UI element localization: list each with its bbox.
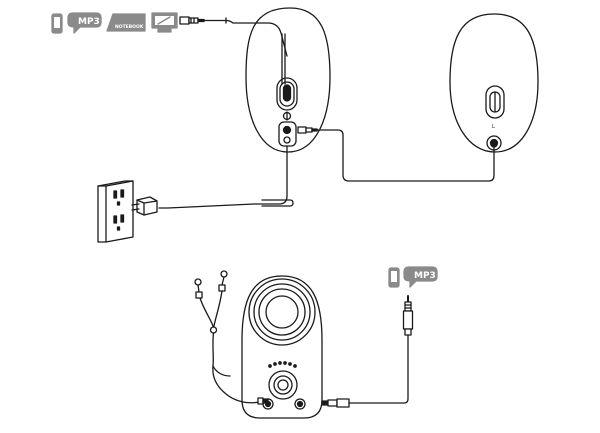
phone-icon	[51, 13, 63, 34]
right-speaker-side-label: L	[492, 124, 495, 130]
notebook-icon: NOTEBOOK	[106, 13, 146, 32]
audio-jack-icon	[179, 16, 205, 25]
input-cable	[203, 19, 288, 57]
wall-outlet-icon	[97, 180, 134, 243]
speaker-icon	[241, 275, 323, 419]
mp3-badge-label: MP3	[78, 17, 100, 27]
notebook-label: NOTEBOOK	[115, 24, 144, 30]
mp3-player-icon: MP3	[67, 12, 102, 34]
power-cable	[158, 145, 288, 209]
speaker-icon	[245, 7, 331, 153]
power-adapter-icon	[131, 196, 158, 216]
phone-icon	[388, 267, 400, 288]
mp3-player-icon: MP3	[403, 266, 438, 288]
audio-jack-icon	[402, 295, 414, 336]
mp3-badge-label: MP3	[414, 271, 436, 281]
speaker-link-cable	[297, 126, 498, 182]
speaker-icon: L	[449, 13, 539, 153]
monitor-icon	[151, 12, 178, 33]
audio-jack-icon	[321, 334, 409, 408]
